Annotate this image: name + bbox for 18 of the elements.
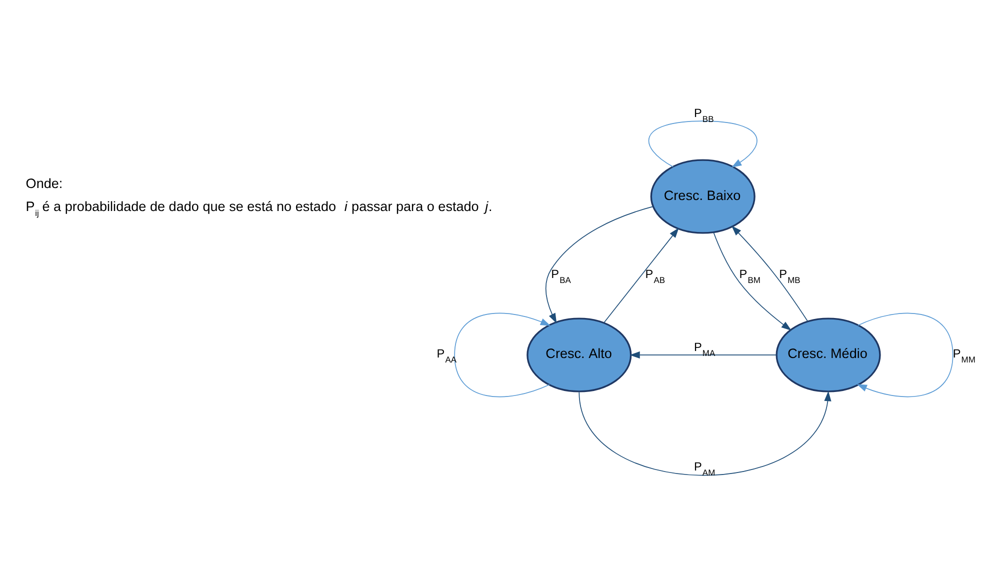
edge-label: P$_{BB}$ — [694, 106, 714, 124]
arrow — [545, 206, 654, 323]
label: P$_{ij}$ é a probabilidade de dado que se está no estado i passar para o estado j. — [26, 198, 492, 218]
arrow — [578, 390, 832, 476]
arrow — [731, 225, 808, 322]
arrow — [713, 231, 792, 330]
arrow — [603, 227, 679, 323]
label: Onde: — [26, 175, 63, 190]
edge-label: P$_{AB}$ — [645, 266, 666, 285]
arrow — [856, 312, 954, 397]
arrow — [454, 312, 551, 397]
edge-label: P$_{AM}$ — [694, 458, 716, 477]
edge-label: P$_{MB}$ — [779, 266, 800, 285]
arrow — [648, 120, 758, 168]
edge-label: P$_{BM}$ — [739, 266, 760, 285]
edge-label: P$_{BA}$ — [551, 266, 571, 285]
arrow — [630, 350, 777, 358]
edge-label: P$_{MM}$ — [952, 346, 976, 364]
